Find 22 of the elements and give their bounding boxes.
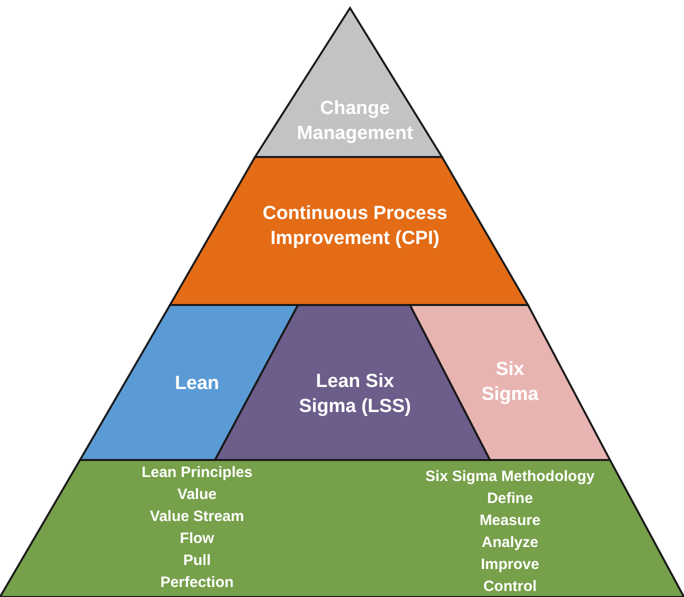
list-item: Measure [478,512,542,530]
pyramid-segment [80,305,298,460]
list-item: Value Stream [148,508,246,526]
list-item: Perfection [159,574,235,592]
tier-label: Continuous Process Improvement (CPI) [262,202,448,251]
list-item: Improve [480,556,540,574]
list-item: Analyze [480,534,540,552]
pyramid-apex [255,8,442,157]
list-item: Value [176,486,218,504]
list-item: Control [482,578,538,596]
tier-label: Lean Six Sigma (LSS) [298,370,412,419]
list-item: Flow [178,530,216,548]
pyramid-tier [170,157,528,305]
tier-label: Six Sigma [480,358,540,407]
tier-label: Lean [174,372,220,396]
pyramid-base [0,460,684,597]
list-item: Lean Principles [140,464,254,482]
list-item: Six Sigma Methodology [424,468,596,486]
tier-label: Change Management [296,97,414,146]
list-item: Pull [182,552,212,570]
list-item: Define [486,490,534,508]
pyramid-segment [410,305,610,460]
